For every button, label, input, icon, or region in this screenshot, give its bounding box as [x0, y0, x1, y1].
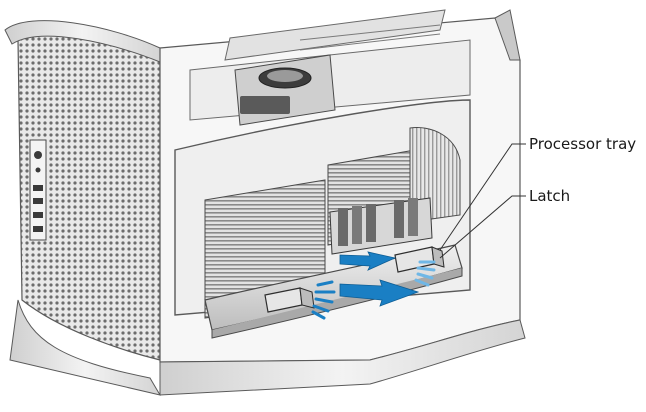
front-ports — [29, 139, 47, 241]
leader-line-latch — [439, 195, 526, 259]
latch-label: Latch — [529, 187, 571, 205]
leader-line-processor-tray — [439, 143, 526, 251]
push-arrows — [311, 251, 436, 320]
latch-right — [394, 246, 445, 273]
processor-tray-label: Processor tray — [529, 135, 637, 153]
memory-modules — [329, 197, 433, 255]
leader-lines — [439, 143, 526, 259]
latch-left — [264, 287, 315, 313]
